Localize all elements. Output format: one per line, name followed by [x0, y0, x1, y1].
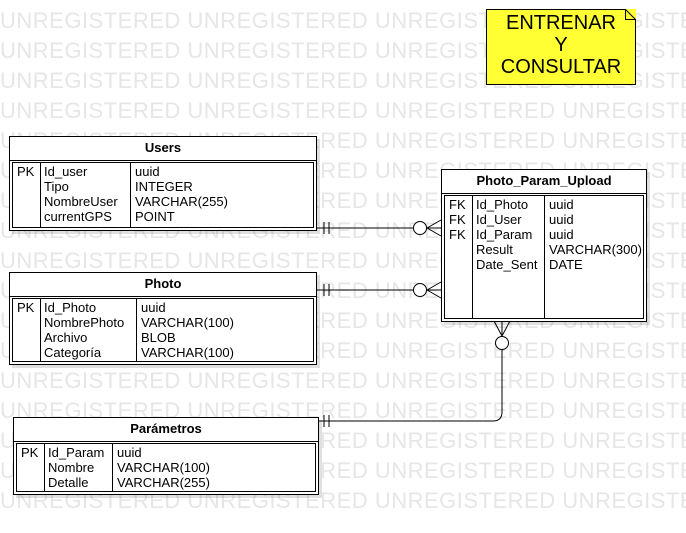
ppu-field-id-photo: Id_Photo: [476, 197, 529, 212]
ppu-type-5: DATE: [549, 257, 583, 272]
note-line-2: Y: [554, 34, 568, 56]
ppu-field-id-user: Id_User: [476, 212, 522, 227]
ppu-field-id-param: Id_Param: [476, 227, 533, 242]
users-field-nombreuser: NombreUser: [44, 194, 118, 209]
photo-param-upload-entity[interactable]: Photo_Param_Upload FK FK FK Id_Photo Id_…: [441, 169, 647, 322]
photo-param-upload-title: Photo_Param_Upload: [442, 170, 646, 194]
ppu-type-1: uuid: [549, 197, 574, 212]
watermark-line: UNREGISTERED UNREGISTERED UNREGISTERED U…: [0, 98, 686, 123]
ppu-key-3: FK: [449, 227, 466, 242]
note-entrenar-consultar[interactable]: ENTRENAR Y CONSULTAR: [486, 9, 636, 85]
note-line-3: CONSULTAR: [500, 56, 622, 78]
ppu-field-date-sent: Date_Sent: [476, 257, 538, 272]
parametros-entity[interactable]: Parámetros PK Id_Param Nombre Detalle uu…: [13, 417, 319, 495]
watermark-line: UNREGISTERED UNREGISTERED UNREGISTERED U…: [0, 368, 686, 393]
ppu-key-2: FK: [449, 212, 466, 227]
photo-type-4: VARCHAR(100): [141, 345, 234, 360]
users-type-2: INTEGER: [135, 179, 193, 194]
users-type-3: VARCHAR(255): [135, 194, 228, 209]
note-shape: [486, 9, 636, 85]
users-title: Users: [10, 137, 316, 161]
photo-field-nombrephoto: NombrePhoto: [44, 315, 125, 330]
parametros-field-detalle: Detalle: [48, 475, 89, 490]
photo-field-id-photo: Id_Photo: [44, 300, 97, 315]
parametros-field-id-param: Id_Param: [48, 445, 105, 460]
rel-param-ppu: [319, 321, 503, 422]
parametros-type-2: VARCHAR(100): [117, 460, 210, 475]
parametros-field-nombre: Nombre: [48, 460, 95, 475]
users-type-4: POINT: [135, 209, 175, 224]
photo-title: Photo: [10, 273, 316, 297]
ppu-type-2: uuid: [549, 212, 574, 227]
ppu-type-3: uuid: [549, 227, 574, 242]
users-field-tipo: Tipo: [44, 179, 69, 194]
photo-field-archivo: Archivo: [44, 330, 88, 345]
parametros-type-3: VARCHAR(255): [117, 475, 210, 490]
note-line-1: ENTRENAR: [505, 12, 616, 34]
parametros-key-1: PK: [21, 445, 39, 460]
photo-type-1: uuid: [141, 300, 166, 315]
parametros-title: Parámetros: [14, 418, 318, 442]
photo-entity[interactable]: Photo PK Id_Photo NombrePhoto Archivo Ca…: [9, 272, 317, 365]
users-field-currentgps: currentGPS: [44, 209, 112, 224]
users-key-1: PK: [17, 164, 35, 179]
ppu-key-1: FK: [449, 197, 466, 212]
users-type-1: uuid: [135, 164, 160, 179]
ppu-type-4: VARCHAR(300): [549, 242, 642, 257]
ppu-field-result: Result: [476, 242, 513, 257]
photo-field-categoria: Categoría: [44, 345, 102, 360]
users-entity[interactable]: Users PK Id_user Tipo NombreUser current…: [9, 136, 317, 231]
users-field-id-user: Id_user: [44, 164, 88, 179]
photo-type-3: BLOB: [141, 330, 176, 345]
photo-key-1: PK: [17, 300, 35, 315]
parametros-type-1: uuid: [117, 445, 142, 460]
photo-type-2: VARCHAR(100): [141, 315, 234, 330]
note-text: ENTRENAR Y CONSULTAR: [486, 12, 636, 78]
